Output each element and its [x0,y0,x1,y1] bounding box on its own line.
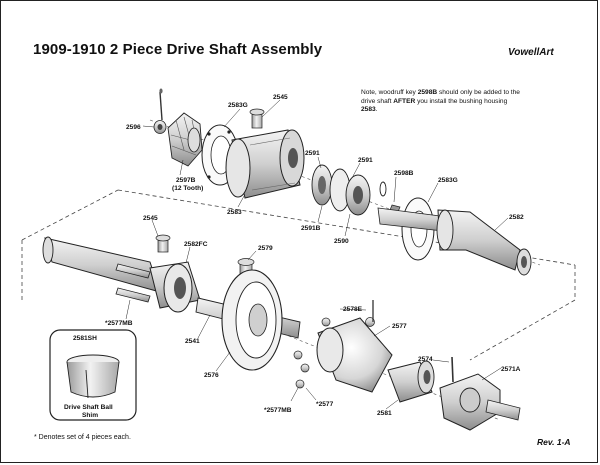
assembly-dashed-outline [21,189,576,361]
label-2590: 2590 [334,238,349,245]
label-2583g-right: 2583G [438,177,458,184]
part-2577-ball-housing [316,317,393,393]
revision-label: Rev. 1-A [537,437,571,447]
note-text-end: . [375,106,378,114]
part-2583-bushing-housing [225,129,305,199]
part-2582fc-flange-coupling [149,261,201,313]
note-housing: 2583 [361,106,376,114]
leader-lines [125,99,509,410]
label-2583: 2583 [227,209,242,216]
label-2596: 2596 [126,124,141,131]
part-2571a-universal-joint [439,373,521,431]
part-drive-shaft-left [42,236,161,293]
label-2581: 2581 [377,410,392,417]
note-text-3: you install the bushing housing [415,97,508,105]
brand-mark: VowellArt [508,47,554,58]
label-2578e: 2578E [343,306,363,313]
inset-shim-box [49,329,137,421]
label-2598b: 2598B [394,170,414,177]
label-2591-a: 2591 [305,150,320,157]
label-2574: 2574 [418,356,433,363]
label-2577: 2577 [392,323,407,330]
note-after: AFTER [393,97,416,105]
label-2591-b: 2591 [358,157,373,164]
inset-caption-2: Shim [82,412,98,419]
label-2576: 2576 [204,372,219,379]
label-2541: 2541 [185,338,200,345]
label-2597b-sub: (12 Tooth) [172,185,203,192]
inset-caption-1: Drive Shaft Ball [64,404,113,411]
label-2577mb-bottom: *2577MB [264,407,292,414]
part-2577mb-bolts-left [115,263,151,303]
footnote: * Denotes set of 4 pieces each. [34,434,131,441]
label-2545-left: 2545 [143,215,158,222]
note-text-2: should only be added to the drive shaft [361,89,520,105]
note-text-1: Note, woodruff key [361,89,418,96]
diagram-title: 1909-1910 2 Piece Drive Shaft Assembly [33,41,323,58]
label-2571a: 2571A [501,366,521,373]
part-2591-bearing-set [311,164,387,216]
part-2581-bushing [387,360,435,403]
part-2597b-pinion-gear [167,112,203,167]
part-2545-oil-cup-left [155,234,171,253]
label-2582fc: 2582FC [184,241,208,248]
label-2545-top: 2545 [273,94,288,101]
part-2577-nuts [293,317,375,389]
part-2576-housing-flange [221,269,283,371]
part-2582-drive-shaft-tube [377,207,532,276]
part-2596-nut [153,88,167,134]
part-2574-pin [451,356,454,383]
inset-part-number: 2581SH [73,335,97,342]
part-2545-oil-cup-top [249,108,265,129]
installation-note: Note, woodruff key 2598B should only be … [361,89,521,115]
label-2577mb-left: *2577MB [105,320,133,327]
label-2597b: 2597B [176,177,196,184]
label-2577-star: *2577 [316,401,334,408]
label-2582: 2582 [509,214,524,221]
label-2579: 2579 [258,245,273,252]
note-key: 2598B [417,89,438,96]
label-2591b: 2591B [301,225,321,232]
label-2583g-top: 2583G [228,102,248,109]
